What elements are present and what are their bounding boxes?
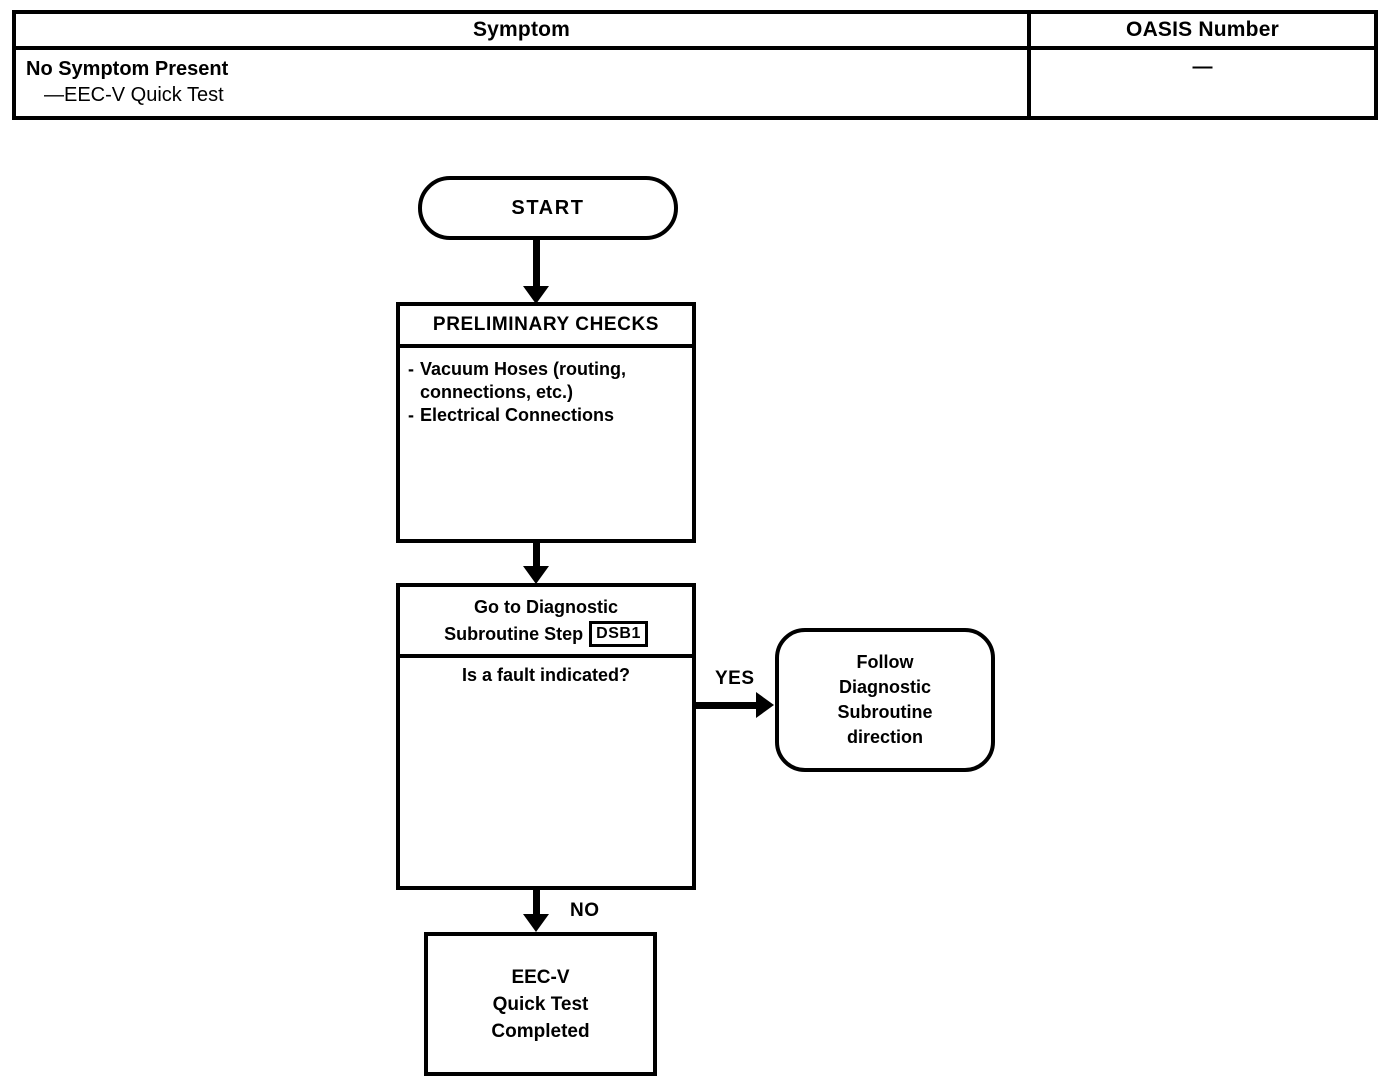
arrowhead-start-to-preliminary [523, 286, 549, 304]
list-item: -Vacuum Hoses (routing, connections, etc… [406, 358, 686, 404]
flow-node-follow-subroutine: Follow Diagnostic Subroutine direction [775, 628, 995, 772]
branch-label-yes: YES [715, 668, 755, 689]
arrowhead-decision-to-follow [756, 692, 774, 718]
oasis-number-value: — [1192, 56, 1213, 78]
done-line-1: EEC-V [511, 966, 570, 988]
bullet-dash: - [408, 359, 414, 379]
list-item-text: Electrical Connections [420, 405, 615, 425]
flow-node-decision: Go to Diagnostic Subroutine Step DSB1 Is… [396, 583, 696, 890]
list-item: -Electrical Connections [406, 404, 686, 427]
follow-line-2: Diagnostic [838, 677, 931, 697]
column-header-symptom: Symptom [472, 18, 571, 41]
flow-node-quick-test-completed: EEC-V Quick Test Completed [424, 932, 657, 1076]
list-item-text: Vacuum Hoses (routing, connections, etc.… [420, 359, 627, 402]
symptom-title: No Symptom Present [26, 58, 229, 80]
done-line-3: Completed [491, 1020, 590, 1042]
branch-label-no: NO [570, 900, 600, 921]
decision-line-2: Subroutine Step DSB1 [444, 621, 648, 648]
flow-node-start: START [418, 176, 678, 240]
flow-node-preliminary-checks: PRELIMINARY CHECKS -Vacuum Hoses (routin… [396, 302, 696, 543]
connector-preliminary-to-decision [533, 543, 540, 571]
quick-test-completed-text: EEC-V Quick Test Completed [491, 964, 589, 1045]
connector-decision-to-done [533, 890, 540, 920]
connector-decision-to-follow [696, 702, 758, 709]
symptom-subitem: —EEC-V Quick Test [44, 84, 224, 106]
preliminary-checks-title: PRELIMINARY CHECKS [432, 314, 660, 335]
connector-start-to-preliminary [533, 240, 540, 290]
decision-text-goto: Go to Diagnostic [474, 596, 618, 617]
arrowhead-preliminary-to-decision [523, 566, 549, 584]
symptom-table: Symptom OASIS Number No Symptom Present … [12, 10, 1378, 120]
table-column-divider [1027, 14, 1031, 116]
preliminary-checks-header: PRELIMINARY CHECKS [400, 306, 692, 348]
diagnostic-subroutine-step-chip[interactable]: DSB1 [589, 621, 648, 647]
bullet-dash: - [408, 405, 414, 425]
table-header-row [16, 14, 1374, 50]
column-header-oasis: OASIS Number [1126, 18, 1279, 41]
follow-line-4: direction [846, 727, 923, 747]
follow-line-1: Follow [856, 652, 914, 672]
follow-subroutine-text: Follow Diagnostic Subroutine direction [838, 650, 933, 750]
table-row: No Symptom Present —EEC-V Quick Test [16, 50, 1027, 116]
decision-instruction: Go to Diagnostic Subroutine Step DSB1 [400, 587, 692, 658]
decision-line-1: Go to Diagnostic [474, 594, 618, 621]
decision-text-subroutine-step: Subroutine Step [444, 623, 584, 644]
decision-question: Is a fault indicated? [461, 665, 631, 685]
done-line-2: Quick Test [492, 993, 589, 1015]
start-label: START [511, 196, 585, 219]
arrowhead-decision-to-done [523, 914, 549, 932]
follow-line-3: Subroutine [837, 702, 933, 722]
preliminary-checks-list: -Vacuum Hoses (routing, connections, etc… [400, 352, 692, 427]
